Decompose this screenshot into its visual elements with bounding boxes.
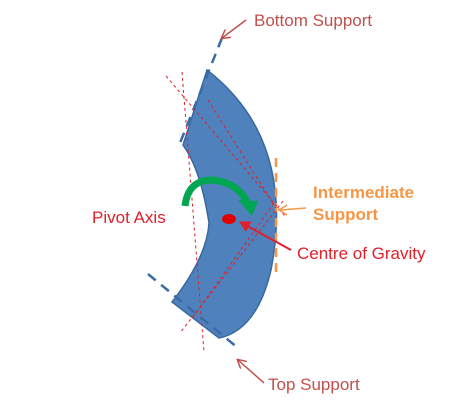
pivot-arrow-icon bbox=[181, 176, 258, 216]
intermediate-support-label-line2: Support bbox=[313, 205, 378, 224]
intermediate-support-label-line1: Intermediate bbox=[313, 183, 414, 202]
centre-of-gravity-dot bbox=[222, 214, 236, 224]
intermediate-support-arrow bbox=[279, 207, 307, 211]
centre-of-gravity-label: Centre of Gravity bbox=[297, 244, 426, 263]
top-support-arrow bbox=[238, 360, 265, 384]
bottom-support-arrow bbox=[222, 19, 247, 38]
support-line-upper bbox=[176, 37, 224, 149]
cog-pointer-arrow bbox=[239, 221, 292, 251]
support-line-lower bbox=[147, 273, 239, 349]
intermediate-support-arrowhead bbox=[277, 204, 288, 216]
geometry-lines bbox=[165, 71, 286, 353]
bottom-support-label: Bottom Support bbox=[254, 11, 372, 30]
pivot-axis-label: Pivot Axis bbox=[92, 208, 166, 227]
top-support-label: Top Support bbox=[268, 375, 360, 394]
